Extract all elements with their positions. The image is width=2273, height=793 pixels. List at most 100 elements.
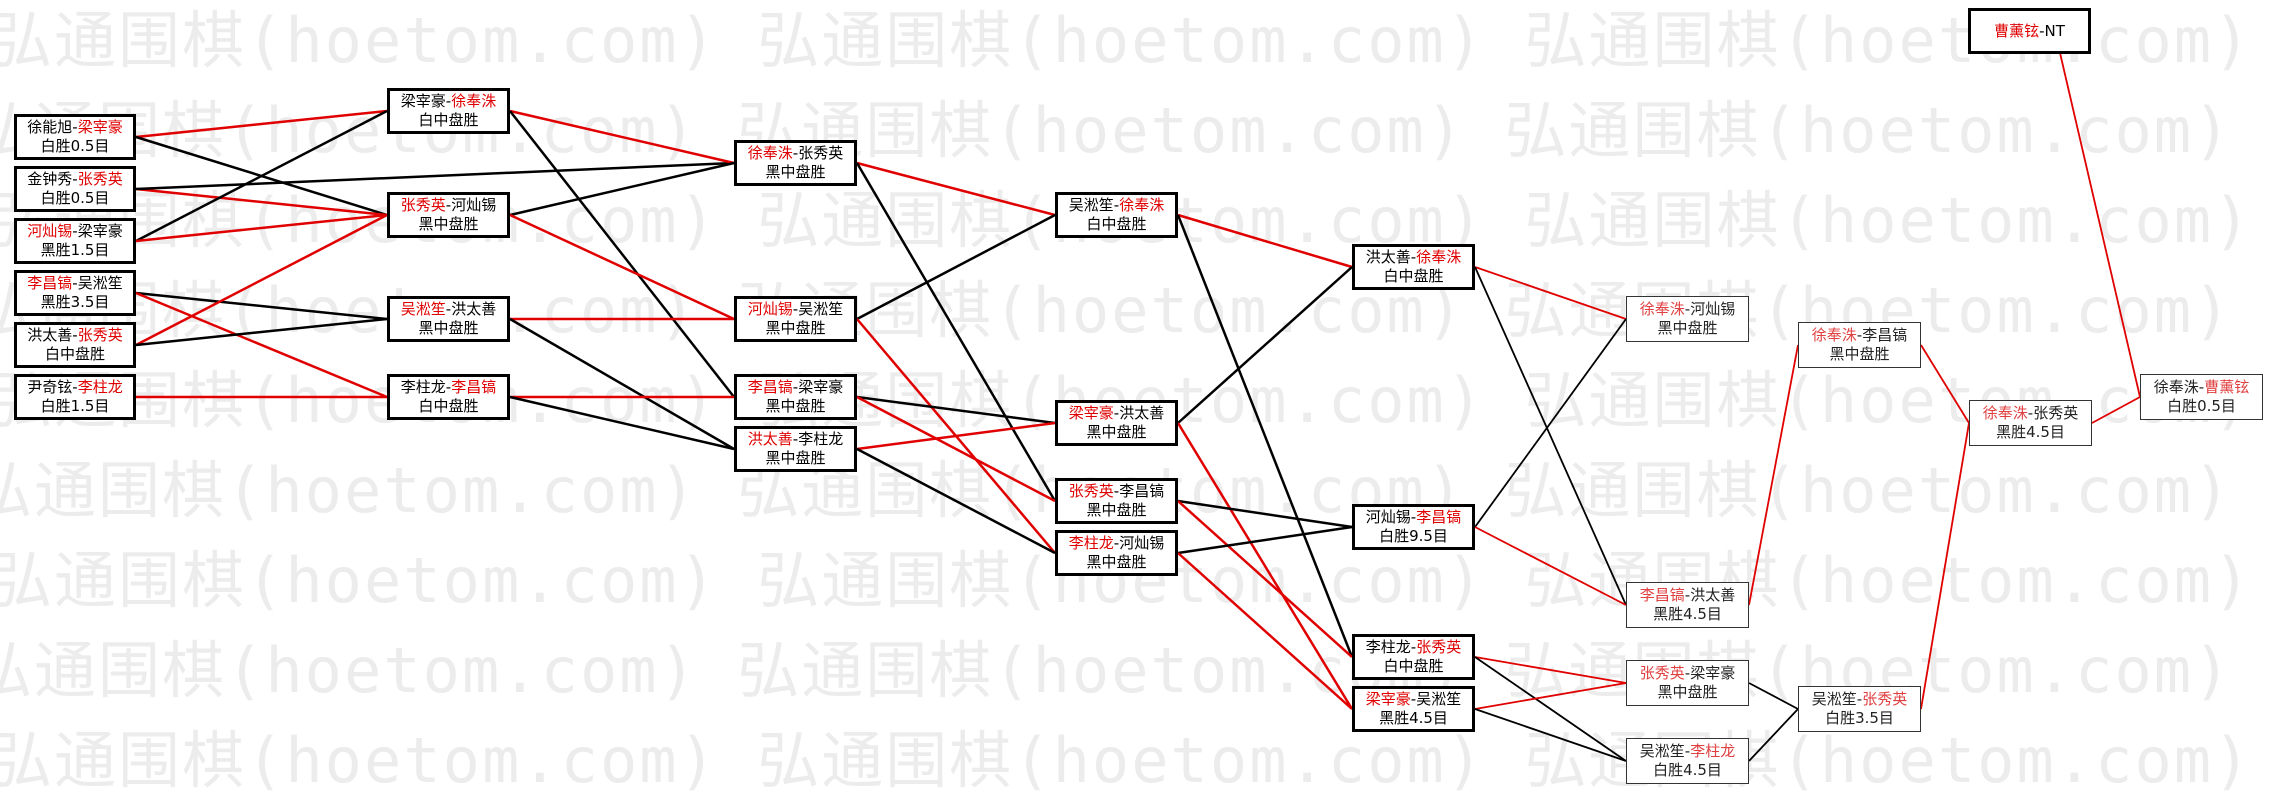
match-players: 梁宰豪-吴淞笙 [1355, 690, 1472, 709]
match-players: 洪太善-李柱龙 [737, 430, 854, 449]
player-1-name: 李昌镐 [27, 274, 73, 292]
player-1-name: 张秀英 [400, 196, 446, 214]
vs-separator: - [792, 378, 799, 396]
edge-r4a-r5a [1177, 213, 1353, 269]
player-2-name: 李昌镐 [1416, 508, 1462, 526]
player-1-name: 洪太善 [1365, 248, 1411, 266]
vs-separator: - [1410, 638, 1417, 656]
match-result: 黑中盘胜 [765, 319, 826, 337]
match-players: 徐能旭-梁宰豪 [17, 118, 133, 137]
match-result: 白中盘胜 [418, 111, 479, 129]
edge-r4a-r5c [1176, 214, 1354, 658]
player-1-name: 徐能旭 [27, 118, 73, 136]
edge-r5b-r6a [1474, 318, 1627, 528]
match-players: 徐奉洙-曹薰铉 [2141, 378, 2262, 397]
match-box-r5b: 河灿锡-李昌镐白胜9.5目 [1352, 504, 1475, 550]
vs-separator: - [445, 300, 452, 318]
match-result: 黑中盘胜 [418, 215, 479, 233]
match-players: 张秀英-李昌镐 [1058, 482, 1175, 501]
match-result: 白中盘胜 [1383, 267, 1444, 285]
vs-separator: - [72, 326, 78, 344]
match-players: 梁宰豪-徐奉洙 [390, 92, 507, 111]
player-1-name: 徐奉洙 [1639, 300, 1685, 318]
edge-r5a-r6a [1474, 266, 1627, 320]
vs-separator: - [1410, 690, 1417, 708]
match-players: 尹奇铉-李柱龙 [17, 378, 133, 397]
vs-separator: - [792, 300, 799, 318]
player-1-name: 徐奉洙 [747, 144, 793, 162]
player-1-name: 徐奉洙 [1982, 404, 2028, 422]
vs-separator: - [1113, 482, 1120, 500]
edge-r6c-r7b [1748, 682, 1799, 710]
match-box-r5d: 梁宰豪-吴淞笙黑胜4.5目 [1352, 686, 1475, 732]
edge-r4c-r5b [1177, 499, 1353, 529]
edge-r1a-r2a [135, 109, 388, 139]
match-players: 曹薰铉-NT [1971, 22, 2088, 41]
player-2-name: 曹薰铉 [2204, 378, 2250, 396]
match-players: 徐奉洙-张秀英 [737, 144, 854, 163]
player-1-name: 李柱龙 [1365, 638, 1411, 656]
match-result: 黑中盘胜 [1086, 423, 1147, 441]
edge-r3c-r4b [856, 395, 1056, 425]
edge-r5c-r6c [1474, 656, 1627, 684]
player-1-name: 吴淞笙 [1811, 690, 1857, 708]
match-players: 吴淞笙-洪太善 [390, 300, 507, 319]
player-2-name: 徐奉洙 [1119, 196, 1165, 214]
edge-r3b-r4a [856, 213, 1056, 321]
player-2-name: 梁宰豪 [1690, 664, 1736, 682]
edge-r2a-r3c [509, 110, 735, 398]
match-box-r4a: 吴淞笙-徐奉洙白中盘胜 [1055, 192, 1178, 238]
match-result: 白中盘胜 [418, 397, 479, 415]
match-players: 李昌镐-吴淞笙 [17, 274, 133, 293]
match-result: 白胜1.5目 [40, 397, 110, 415]
match-players: 金钟秀-张秀英 [17, 170, 133, 189]
edge-r6d-r7b [1748, 708, 1799, 762]
match-box-r2b: 张秀英-河灿锡黑中盘胜 [387, 192, 510, 238]
match-box-r3b: 河灿锡-吴淞笙黑中盘胜 [734, 296, 857, 342]
player-2-name: 洪太善 [451, 300, 497, 318]
edge-r3a-r4c [855, 162, 1057, 502]
match-result: 白中盘胜 [1383, 657, 1444, 675]
match-box-r5a: 洪太善-徐奉洙白中盘胜 [1352, 244, 1475, 290]
edge-r8-final [2091, 396, 2141, 424]
match-players: 洪太善-徐奉洙 [1355, 248, 1472, 267]
player-2-name: 徐奉洙 [1416, 248, 1462, 266]
match-players: 李昌镐-梁宰豪 [737, 378, 854, 397]
match-box-r6a: 徐奉洙-河灿锡黑中盘胜 [1626, 296, 1749, 342]
vs-separator: - [72, 118, 78, 136]
vs-separator: - [1684, 664, 1691, 682]
edge-r5c-r6d [1474, 656, 1627, 762]
player-1-name: 吴淞笙 [400, 300, 446, 318]
vs-separator: - [1113, 404, 1120, 422]
match-result: 黑中盘胜 [418, 319, 479, 337]
edge-r4d-r5b [1177, 525, 1353, 555]
match-result: 黑中盘胜 [765, 397, 826, 415]
match-result: 黑胜4.5目 [1653, 605, 1722, 623]
match-result: 黑胜4.5目 [1996, 423, 2065, 441]
edge-r3a-r4a [856, 161, 1056, 217]
player-1-name: 徐奉洙 [1811, 326, 1857, 344]
edge-r1e-r2c [135, 317, 388, 347]
match-box-r4d: 李柱龙-河灿锡黑中盘胜 [1055, 530, 1178, 576]
edge-r2d-r3d [509, 395, 735, 451]
match-box-r3a: 徐奉洙-张秀英黑中盘胜 [734, 140, 857, 186]
edge-r4c-r5c [1177, 500, 1353, 658]
player-1-name: 李昌镐 [747, 378, 793, 396]
vs-separator: - [72, 378, 78, 396]
player-1-name: 李柱龙 [1068, 534, 1114, 552]
match-players: 梁宰豪-洪太善 [1058, 404, 1175, 423]
match-box-r2a: 梁宰豪-徐奉洙白中盘胜 [387, 88, 510, 134]
match-result: 黑胜1.5目 [40, 241, 110, 259]
vs-separator: - [1684, 300, 1691, 318]
match-result: 黑中盘胜 [1086, 553, 1147, 571]
player-2-name: 李柱龙 [1690, 742, 1736, 760]
match-players: 河灿锡-吴淞笙 [737, 300, 854, 319]
edge-r6b-r7a [1748, 344, 1799, 606]
match-result: 白胜0.5目 [40, 189, 110, 207]
player-1-name: 李柱龙 [400, 378, 446, 396]
match-result: 黑中盘胜 [1657, 319, 1718, 337]
match-players: 李柱龙-河灿锡 [1058, 534, 1175, 553]
player-2-name: 吴淞笙 [77, 274, 123, 292]
player-2-name: 徐奉洙 [451, 92, 497, 110]
